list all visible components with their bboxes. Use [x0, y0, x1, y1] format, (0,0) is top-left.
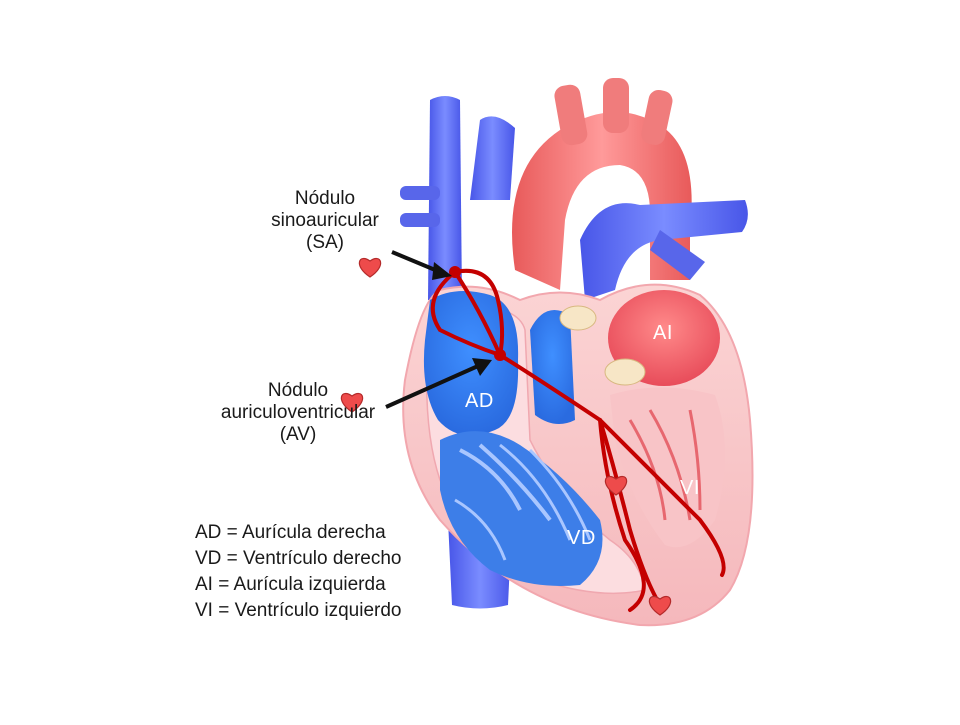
- sa-arrow: [391, 250, 452, 280]
- superior-vena-cava: [400, 96, 515, 300]
- av-node-label-line-1: Nódulo: [267, 380, 329, 401]
- right-atrium: [423, 291, 519, 436]
- av-arrow: [385, 358, 492, 409]
- aortic-valve: [604, 358, 646, 386]
- pulmonary-valve: [559, 305, 597, 331]
- heart-marker-av: [340, 392, 364, 413]
- av-node-label-line-2: auriculoventricular: [220, 402, 376, 423]
- legend-item-vd: VD = Ventrículo derecho: [195, 548, 402, 569]
- sa-node-label-line-1: Nódulo: [294, 188, 356, 209]
- chamber-label-vi: VI: [680, 477, 700, 499]
- pulmonary-artery: [580, 200, 748, 300]
- sa-node-label: Nódulo sinoauricular (SA): [250, 188, 400, 254]
- legend-item-vi: VI = Ventrículo izquierdo: [195, 600, 402, 621]
- legend-item-ai: AI = Aurícula izquierda: [195, 574, 386, 595]
- heart-marker-bundle: [604, 475, 628, 496]
- chamber-label-ai: AI: [653, 322, 673, 344]
- legend-item-ad: AD = Aurícula derecha: [195, 522, 386, 543]
- sa-node: [449, 266, 461, 278]
- right-ventricle: [440, 431, 603, 586]
- aorta: [512, 78, 692, 290]
- av-node-label: Nódulo auriculoventricular (AV): [198, 380, 398, 446]
- sa-node-label-line-3: (SA): [306, 232, 344, 253]
- conduction-pathway: [430, 268, 726, 612]
- av-node: [494, 349, 506, 361]
- sa-node-label-line-2: sinoauricular: [271, 210, 379, 231]
- heart-marker-sa: [358, 257, 382, 278]
- av-node-label-line-3: (AV): [279, 424, 317, 445]
- chamber-label-ad: AD: [465, 390, 494, 412]
- chamber-label-vd: VD: [567, 527, 596, 549]
- heart-marker-apex: [648, 595, 672, 616]
